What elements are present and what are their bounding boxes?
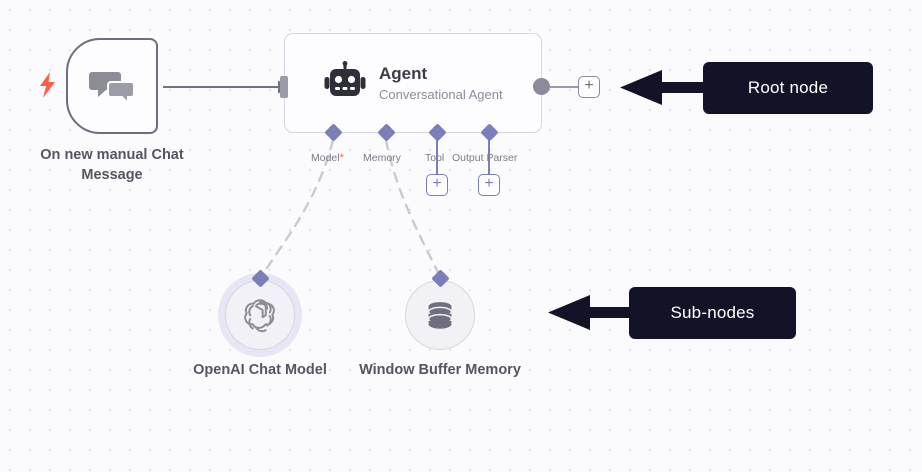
node-agent[interactable]: Agent Conversational Agent xyxy=(284,33,542,133)
agent-subport-label-output-parser: Output Parser xyxy=(452,152,518,164)
callout-sub-nodes: Sub-nodes xyxy=(629,287,796,339)
node-label-openai-chat-model: OpenAI Chat Model xyxy=(193,362,327,378)
agent-text-group: Agent Conversational Agent xyxy=(379,64,503,104)
node-title-agent: Agent xyxy=(379,64,428,83)
node-label-window-buffer-memory: Window Buffer Memory xyxy=(359,362,521,378)
node-on-new-manual-chat-message[interactable] xyxy=(66,38,158,134)
callout-root-node-text: Root node xyxy=(747,78,829,97)
callout-sub-nodes-text: Sub-nodes xyxy=(670,303,755,322)
add-tool-node-button[interactable]: + xyxy=(426,174,448,196)
agent-subport-label-tool: Tool xyxy=(425,152,445,164)
add-output-parser-node-button[interactable]: + xyxy=(478,174,500,196)
lightning-bolt-icon xyxy=(40,72,55,98)
node-subtitle-agent: Conversational Agent xyxy=(379,87,503,102)
agent-input-port[interactable] xyxy=(280,76,288,98)
agent-subport-label-model: Model* xyxy=(311,152,344,164)
add-node-after-agent-button[interactable]: + xyxy=(578,76,600,98)
database-icon xyxy=(427,302,453,329)
node-label-trigger: On new manual Chat Message xyxy=(40,147,184,183)
agent-output-port[interactable] xyxy=(533,78,550,95)
robot-icon xyxy=(324,61,366,96)
callout-arrow-root xyxy=(620,70,710,105)
callout-root-node: Root node xyxy=(703,62,873,114)
required-asterisk-model: * xyxy=(339,152,344,164)
node-window-buffer-memory[interactable] xyxy=(405,280,475,350)
callout-arrow-subnodes xyxy=(548,295,636,330)
subport-label-model-text: Model xyxy=(311,152,340,164)
agent-subport-label-memory: Memory xyxy=(363,152,401,164)
openai-logo-icon xyxy=(244,299,275,333)
node-openai-chat-model[interactable] xyxy=(225,280,295,350)
chat-bubbles-icon xyxy=(89,72,135,104)
